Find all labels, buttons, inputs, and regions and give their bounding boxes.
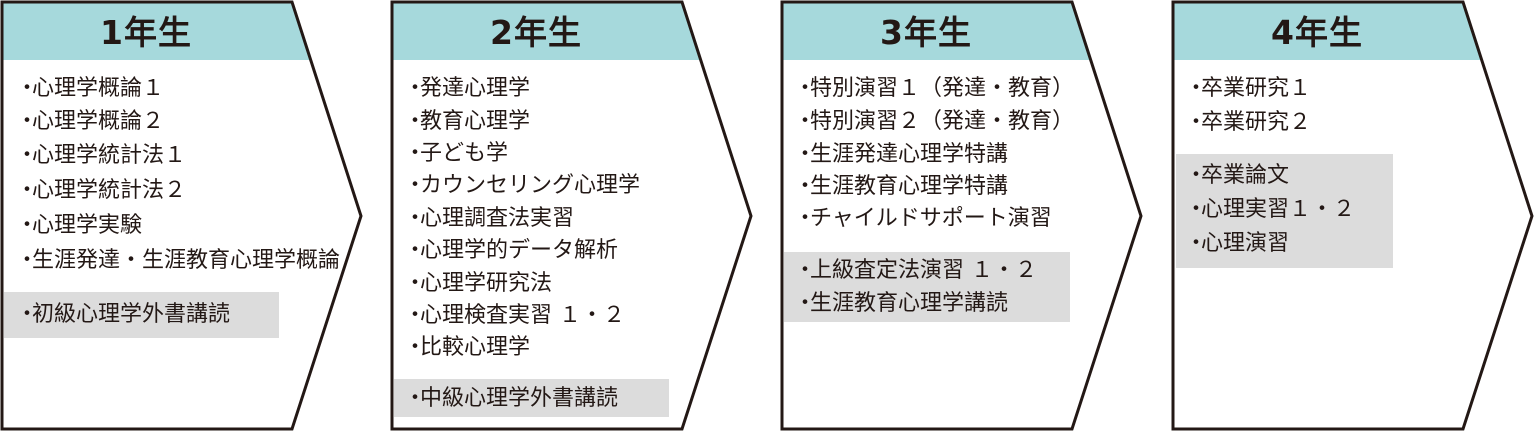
course-item-highlighted: ・心理実習１・２ xyxy=(1185,197,1356,222)
year-4-panel: 4年生 ・卒業研究１ ・卒業研究２ ・卒業論文 ・心理実習１・２ ・心理演習 xyxy=(1171,0,1534,431)
course-item: ・発達心理学 xyxy=(404,76,531,101)
arrow-shape xyxy=(780,0,1143,431)
year-3-panel: 3年生 ・特別演習１（発達・教育） ・特別演習２（発達・教育） ・生涯発達心理学… xyxy=(780,0,1143,431)
highlight-box xyxy=(784,252,1070,322)
course-item-highlighted: ・卒業論文 xyxy=(1185,163,1290,188)
course-item: ・教育心理学 xyxy=(404,109,531,134)
year-1-panel: 1年生 ・心理学概論１ ・心理学概論２ ・心理学統計法１ ・心理学統計法２ ・心… xyxy=(0,0,363,431)
course-item: ・心理学統計法１ xyxy=(16,143,187,168)
course-item: ・心理学概論２ xyxy=(16,109,165,134)
highlight-box xyxy=(1176,154,1393,268)
arrow-shape xyxy=(390,0,753,431)
course-item: ・子ども学 xyxy=(404,141,509,166)
arrow-shape xyxy=(0,0,363,431)
course-item: ・心理検査実習 １・２ xyxy=(404,303,625,328)
course-item-highlighted: ・初級心理学外書講読 xyxy=(16,302,231,327)
course-item: ・心理学研究法 xyxy=(404,271,553,296)
course-item: ・生涯発達心理学特講 xyxy=(794,142,1009,167)
course-item: ・チャイルドサポート演習 xyxy=(794,206,1052,231)
course-item-highlighted: ・上級査定法演習 １・２ xyxy=(794,258,1037,283)
course-item: ・心理学概論１ xyxy=(16,76,165,101)
course-item: ・生涯発達・生涯教育心理学概論 xyxy=(16,248,341,273)
course-item: ・心理学実験 xyxy=(16,213,143,238)
course-item: ・卒業研究１ xyxy=(1185,76,1312,101)
arrow-shape xyxy=(1171,0,1534,431)
course-item-highlighted: ・生涯教育心理学講読 xyxy=(794,291,1009,316)
course-item: ・心理調査法実習 xyxy=(404,206,575,231)
highlight-box xyxy=(4,292,279,338)
course-item: ・心理学的データ解析 xyxy=(404,238,619,263)
year-4-title: 4年生 xyxy=(1271,13,1363,52)
year-2-title: 2年生 xyxy=(490,13,582,52)
year-3-title: 3年生 xyxy=(880,13,972,52)
course-item: ・生涯教育心理学特講 xyxy=(794,174,1009,199)
course-item: ・心理学統計法２ xyxy=(16,178,187,203)
course-item: ・卒業研究２ xyxy=(1185,110,1312,135)
course-item-highlighted: ・心理演習 xyxy=(1185,231,1290,256)
year-1-title: 1年生 xyxy=(100,13,192,52)
year-2-panel: 2年生 ・発達心理学 ・教育心理学 ・子ども学 ・カウンセリング心理学 ・心理調… xyxy=(390,0,753,431)
course-item-highlighted: ・中級心理学外書講読 xyxy=(404,386,619,411)
course-item: ・比較心理学 xyxy=(404,335,531,360)
course-item: ・カウンセリング心理学 xyxy=(404,173,641,198)
course-item: ・特別演習２（発達・教育） xyxy=(794,109,1075,134)
course-item: ・特別演習１（発達・教育） xyxy=(794,76,1075,101)
highlight-box xyxy=(394,379,669,417)
